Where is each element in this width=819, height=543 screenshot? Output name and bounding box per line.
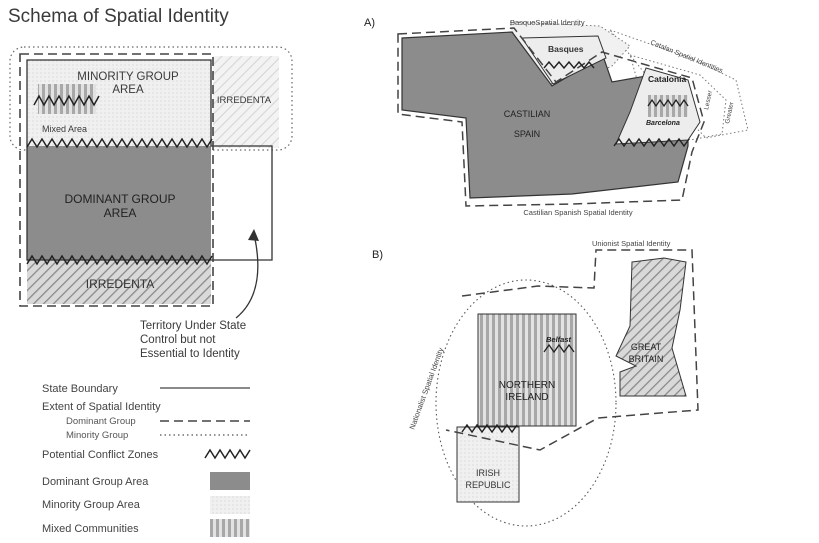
legend-minority-group: Minority Group bbox=[66, 430, 128, 441]
catalonia-label: Catalonia bbox=[648, 74, 687, 84]
minority-label-line1: MINORITY GROUP bbox=[77, 71, 179, 83]
dominant-extent-boundary bbox=[19, 53, 214, 307]
castilian-identity-label: Castilian Spanish Spatial Identity bbox=[523, 208, 632, 217]
conflict-zone-upper bbox=[26, 137, 213, 149]
lesser-label: Lesser bbox=[703, 89, 714, 110]
nationalist-identity-label: Nationalist Spatial Identity bbox=[407, 346, 445, 430]
border-conflict-zigzag bbox=[461, 423, 518, 434]
basques-label: Basques bbox=[548, 44, 584, 54]
catalan-identity-inner bbox=[629, 54, 727, 141]
panel-b-label: B) bbox=[372, 249, 383, 261]
minority-label-line2: AREA bbox=[112, 84, 144, 96]
conflict-zone-lower bbox=[26, 254, 213, 266]
castilian-label-line1: CASTILIAN bbox=[504, 109, 551, 119]
basque-conflict-zigzag bbox=[543, 60, 595, 70]
barcelona-mixed bbox=[648, 95, 688, 117]
barcelona-label: Barcelona bbox=[646, 120, 680, 127]
irredenta-top-label: IRREDENTA bbox=[217, 95, 272, 106]
state-boundary bbox=[26, 59, 273, 261]
schema-title: Schema of Spatial Identity bbox=[8, 6, 229, 27]
irredenta-top-area bbox=[213, 56, 279, 148]
legend-dominant-swatch bbox=[210, 472, 250, 490]
dominant-area bbox=[27, 146, 211, 260]
catalan-identity-outer bbox=[608, 28, 749, 139]
arrow-head-icon bbox=[248, 229, 259, 241]
castilian-label-line2: SPAIN bbox=[514, 129, 540, 139]
legend-mixed-swatch bbox=[210, 519, 250, 537]
great-britain-label-line2: BRITAIN bbox=[629, 354, 664, 364]
northern-ireland-area bbox=[477, 313, 577, 427]
legend-minority-area: Minority Group Area bbox=[42, 499, 141, 511]
castilian-identity-boundary bbox=[397, 27, 705, 207]
legend-state-boundary: State Boundary bbox=[42, 383, 118, 395]
irredenta-bottom-label: IRREDENTA bbox=[86, 277, 154, 291]
legend-dominant-group: Dominant Group bbox=[66, 416, 136, 427]
legend-mixed: Mixed Communities bbox=[42, 523, 139, 535]
great-britain-area bbox=[615, 257, 687, 397]
irredenta-bottom-area bbox=[27, 260, 211, 304]
dominant-label-line2: AREA bbox=[104, 206, 137, 220]
irish-republic-label-line2: REPUBLIC bbox=[465, 480, 511, 490]
territory-label-line2: Control but not bbox=[140, 334, 216, 346]
legend-conflict-zigzag bbox=[204, 448, 251, 460]
legend-minority-swatch bbox=[210, 496, 250, 514]
nationalist-identity-boundary bbox=[435, 279, 617, 527]
great-britain-label-line1: GREAT bbox=[631, 342, 662, 352]
territory-arrow bbox=[235, 233, 259, 319]
northern-ireland-label-line2: IRELAND bbox=[505, 392, 548, 403]
legend-extent: Extent of Spatial Identity bbox=[42, 401, 161, 413]
basque-identity-label: BasqueSpatial Identity bbox=[510, 18, 585, 27]
greater-label: Greater bbox=[724, 101, 736, 125]
unionist-identity-boundary bbox=[445, 249, 699, 451]
mixed-area-label: Mixed Area bbox=[42, 124, 87, 134]
panel-a-label: A) bbox=[364, 17, 375, 29]
legend-conflict-zones: Potential Conflict Zones bbox=[42, 449, 159, 461]
irish-republic-label-line1: IRISH bbox=[476, 468, 500, 478]
belfast-label: Belfast bbox=[546, 335, 572, 344]
unionist-identity-label: Unionist Spatial Identity bbox=[592, 239, 671, 248]
legend-dominant-area: Dominant Group Area bbox=[42, 476, 149, 488]
legend: State Boundary Extent of Spatial Identit… bbox=[42, 383, 251, 537]
mixed-conflict-zigzag bbox=[33, 94, 100, 107]
territory-label-line1: Territory Under State bbox=[140, 320, 246, 332]
belfast-conflict-zigzag bbox=[543, 343, 575, 354]
northern-ireland-label-line1: NORTHERN bbox=[499, 380, 555, 391]
catalonia-border-zigzag bbox=[613, 137, 690, 148]
basques-area bbox=[521, 35, 607, 85]
dominant-label-line1: DOMINANT GROUP bbox=[64, 192, 175, 206]
catalonia-conflict-zigzag bbox=[647, 98, 689, 108]
territory-label-line3: Essential to Identity bbox=[140, 348, 240, 360]
